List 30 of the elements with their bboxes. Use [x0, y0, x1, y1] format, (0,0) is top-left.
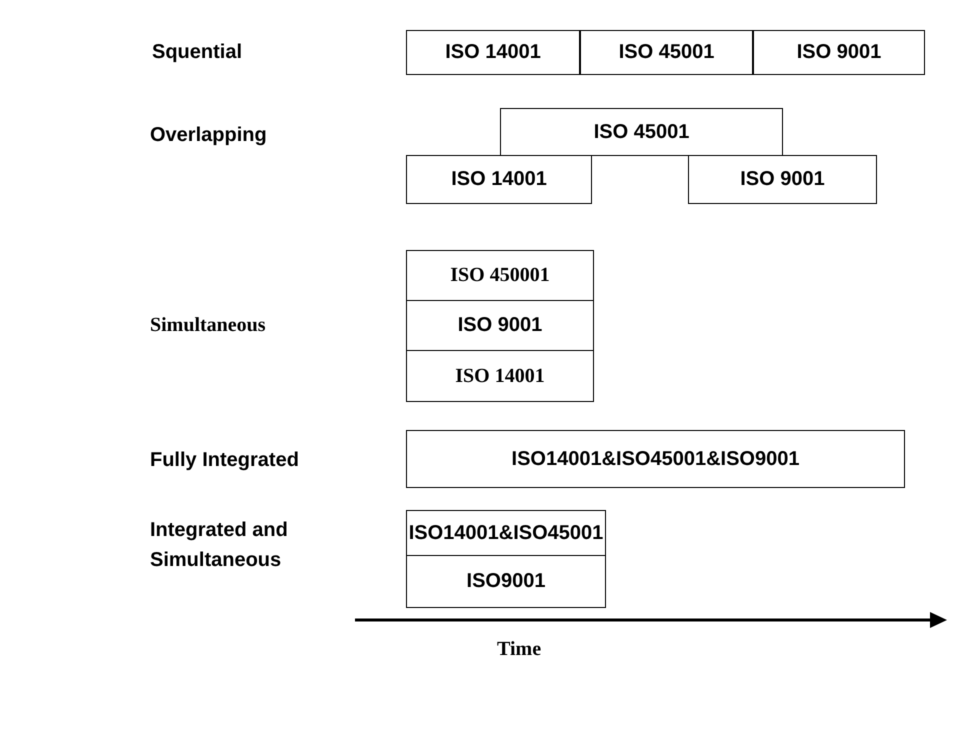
standard-box — [406, 300, 594, 351]
standard-name: ISO 450001 — [450, 264, 550, 287]
standard-box — [688, 155, 877, 204]
row-label: Integrated and Simultaneous — [150, 518, 289, 573]
axis-label: Time — [497, 637, 542, 662]
standard-name: ISO14001&ISO45001 — [408, 522, 604, 544]
row-label: Fully Integrated — [150, 448, 300, 473]
standard-box — [406, 30, 580, 75]
standard-name: ISO14001&ISO45001&ISO9001 — [512, 448, 800, 470]
standard-name: ISO 14001 — [451, 168, 547, 191]
standard-name: ISO9001 — [466, 570, 546, 593]
standard-name: ISO 9001 — [740, 168, 825, 191]
standard-name: ISO 9001 — [796, 41, 882, 64]
standard-name: ISO 45001 — [618, 41, 714, 64]
row-label: Overlapping — [150, 123, 268, 148]
standard-box — [406, 155, 592, 204]
standard-name: ISO 14001 — [455, 364, 545, 388]
standard-box — [406, 430, 905, 488]
standard-name: ISO 9001 — [458, 314, 542, 337]
standard-name: ISO 45001 — [594, 120, 690, 144]
standard-box — [753, 30, 925, 75]
standard-box — [406, 250, 594, 301]
standard-box — [500, 108, 783, 156]
row-label: Squential — [152, 40, 244, 65]
standard-name: ISO 14001 — [445, 41, 541, 64]
standard-box — [406, 510, 606, 556]
standard-box — [580, 30, 753, 75]
standard-box — [406, 555, 606, 608]
standard-box — [406, 350, 594, 402]
row-label: Simultaneous — [150, 313, 267, 338]
